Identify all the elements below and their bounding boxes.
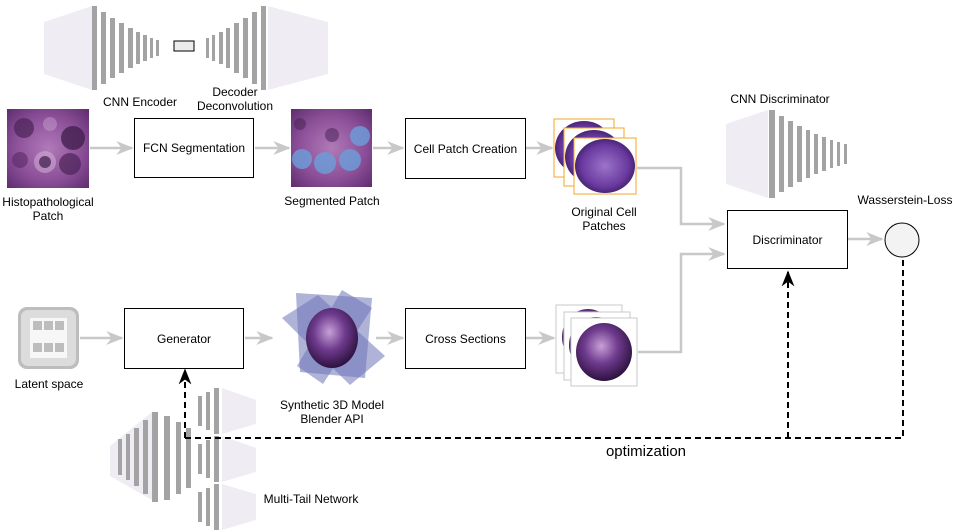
segmented-patch-label: Segmented Patch <box>284 194 380 208</box>
synthetic-3d-model-label: Synthetic 3D Model Blender API <box>279 398 385 426</box>
histopathological-patch-image <box>7 109 89 188</box>
wasserstein-loss-node <box>884 222 920 258</box>
original-cell-patches-label: Original Cell Patches <box>571 205 637 233</box>
latent-space-label: Latent space <box>14 377 84 391</box>
cnn-discriminator-label: CNN Discriminator <box>730 92 830 106</box>
cross-section-patches-stack <box>555 304 638 387</box>
cnn-encoder-icon <box>44 6 159 90</box>
segmented-patch-image <box>291 109 372 187</box>
arrow-patches-to-discriminator <box>637 166 726 231</box>
fcn-segmentation-box: FCN Segmentation <box>134 118 254 178</box>
optimization-label: optimization <box>605 443 687 460</box>
wasserstein-loss-label: Wasserstein-Loss <box>857 193 953 207</box>
generator-box: Generator <box>124 308 244 369</box>
cell-patch-creation-box: Cell Patch Creation <box>405 118 526 179</box>
cross-sections-box: Cross Sections <box>405 308 526 369</box>
original-cell-patches-stack <box>553 118 637 195</box>
histopathological-patch-label: Histopathological Patch <box>2 195 94 223</box>
arrow-slices-to-discriminator <box>638 247 726 354</box>
cnn-discriminator-icon <box>726 110 847 198</box>
multi-tail-network-icon <box>110 388 256 530</box>
flow-arrows <box>80 141 884 354</box>
latent-space-icon <box>18 307 79 369</box>
cnn-encoder-label: CNN Encoder <box>102 95 178 109</box>
discriminator-box: Discriminator <box>727 210 848 269</box>
synthetic-3d-model-image <box>282 290 385 385</box>
latent-vector-icon <box>173 40 195 52</box>
optimization-path <box>178 260 904 439</box>
multi-tail-network-label: Multi-Tail Network <box>263 492 359 506</box>
decoder-deconvolution-icon <box>206 6 328 90</box>
decoder-label: Decoder Deconvolution <box>196 85 274 113</box>
